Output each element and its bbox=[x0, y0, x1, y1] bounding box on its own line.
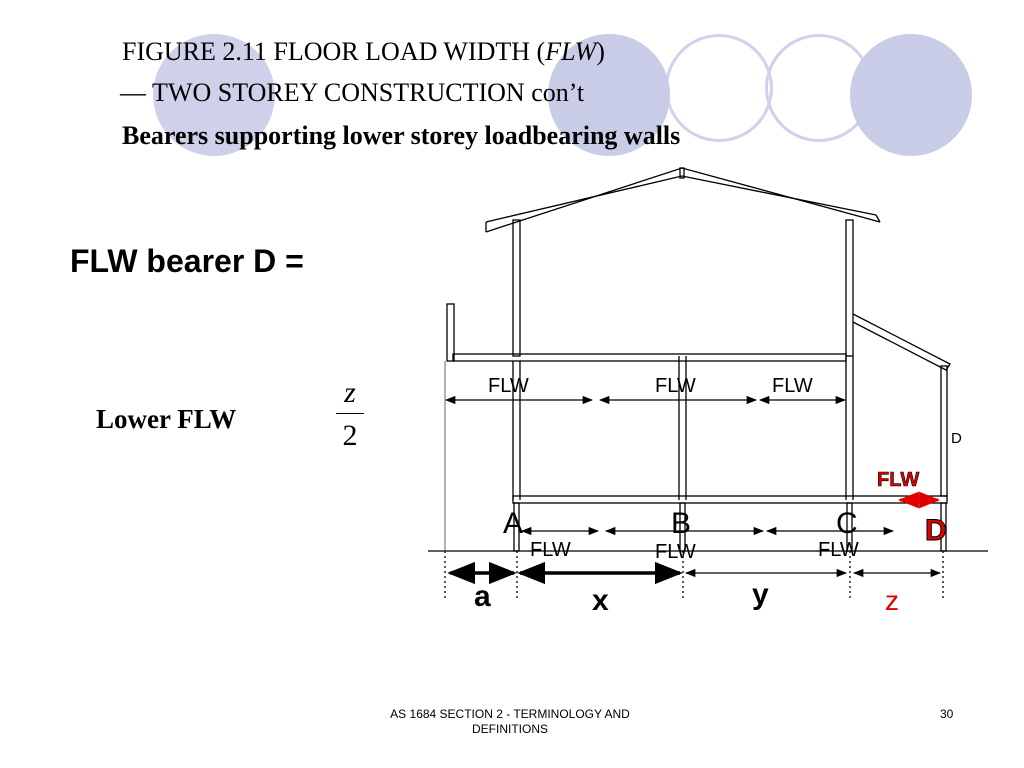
lower-flw-label: Lower FLW bbox=[96, 404, 237, 434]
page-number: 30 bbox=[940, 707, 954, 721]
footer-text: AS 1684 SECTION 2 - TERMINOLOGY AND DEFI… bbox=[390, 707, 630, 736]
structure-lines bbox=[428, 167, 988, 600]
lower-flw-label-2: FLW bbox=[655, 541, 696, 563]
upper-flw-label-1: FLW bbox=[488, 375, 529, 397]
bearer-b-label: B bbox=[671, 507, 691, 540]
span-y-label: y bbox=[752, 578, 769, 611]
wall-d-label: D bbox=[951, 430, 962, 447]
lower-flw-label-1: FLW bbox=[530, 539, 571, 561]
decor-circle-5 bbox=[153, 34, 275, 156]
span-x-label: x bbox=[592, 584, 609, 617]
figure-title-line1: FIGURE 2.11 FLOOR LOAD WIDTH (FLW) bbox=[122, 37, 605, 66]
figure-title-line2: — TWO STOREY CONSTRUCTION con’t bbox=[120, 78, 585, 107]
upper-wall-left bbox=[512, 219, 521, 357]
flw-bearer-heading: FLW bearer D = bbox=[70, 243, 304, 279]
fraction-bar bbox=[336, 413, 364, 414]
fraction-denominator: 2 bbox=[342, 419, 358, 452]
decor-circle-4 bbox=[548, 34, 670, 156]
ground-floor bbox=[512, 495, 948, 504]
red-flw-label: FLW bbox=[877, 469, 919, 491]
decor-circle-3 bbox=[850, 34, 972, 156]
upper-wall-right bbox=[845, 219, 854, 357]
bearer-a-label: A bbox=[503, 507, 523, 540]
fraction-numerator: z bbox=[344, 376, 356, 409]
upper-floor bbox=[452, 353, 847, 362]
bearer-c-label: C bbox=[836, 507, 858, 540]
lower-flw-fraction: z 2 bbox=[330, 377, 370, 452]
bearer-d-label: D bbox=[925, 514, 947, 547]
lower-flw-label-3: FLW bbox=[818, 539, 859, 561]
upper-flw-label-2: FLW bbox=[655, 375, 696, 397]
span-z-label: z bbox=[885, 585, 899, 616]
upper-flw-label-3: FLW bbox=[772, 375, 813, 397]
span-a-label: a bbox=[474, 580, 491, 613]
figure-subtitle: Bearers supporting lower storey loadbear… bbox=[122, 121, 681, 150]
